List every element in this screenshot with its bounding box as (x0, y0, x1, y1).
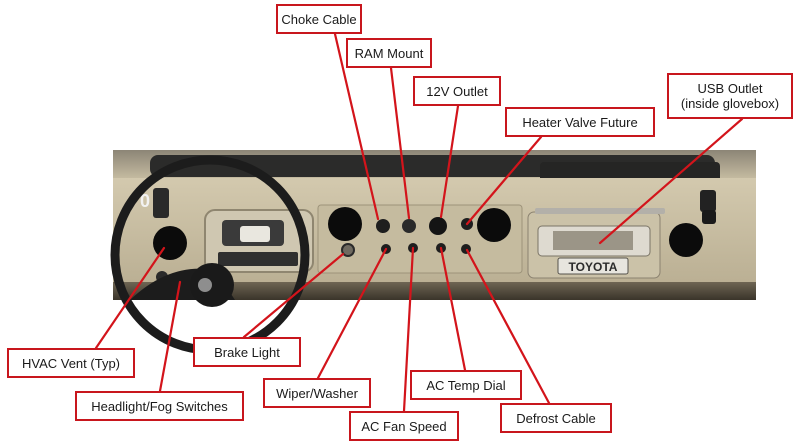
callout-headlight-fog-text: Headlight/Fog Switches (91, 398, 228, 414)
callout-ram-mount: RAM Mount (346, 38, 432, 68)
callout-defrost-cable-text: Defrost Cable (516, 410, 596, 426)
callout-choke-cable: Choke Cable (276, 4, 362, 34)
hvac-vent-center-left (328, 207, 362, 241)
callout-ac-fan-speed-text: AC Fan Speed (361, 418, 447, 434)
callout-defrost-cable: Defrost Cable (500, 403, 612, 433)
callout-ac-temp-dial-text: AC Temp Dial (426, 377, 506, 393)
callout-heater-valve: Heater Valve Future (505, 107, 655, 137)
wiper-knob (381, 244, 391, 254)
callout-ac-temp-dial: AC Temp Dial (410, 370, 522, 400)
callout-usb-outlet-line1: USB Outlet (697, 81, 763, 96)
radio-grille (553, 231, 633, 250)
temp-dial-knob (436, 243, 446, 253)
callout-ram-mount-text: RAM Mount (354, 45, 424, 61)
warning-lights (218, 252, 298, 266)
usb-outlet-bracket-lower (702, 210, 716, 224)
ram-mount-knob (402, 219, 416, 233)
callout-brake-light: Brake Light (193, 337, 301, 367)
callout-usb-outlet-line2: (inside glovebox) (680, 96, 780, 111)
callout-heater-valve-text: Heater Valve Future (522, 114, 638, 130)
choke-knob (376, 219, 390, 233)
heater-valve-knob (461, 218, 473, 230)
callout-12v-outlet-text: 12V Outlet (426, 83, 488, 99)
toyota-badge (557, 257, 629, 275)
callout-brake-light-text: Brake Light (214, 344, 280, 360)
outlet-12v-socket (429, 217, 447, 235)
hvac-vent-center-right (477, 208, 511, 242)
callout-hvac-vent-text: HVAC Vent (Typ) (21, 355, 120, 371)
hvac-vent-right (669, 223, 703, 257)
a-pillar-bracket (153, 188, 169, 218)
fan-speed-knob (408, 243, 418, 253)
glovebox-trim (535, 208, 665, 214)
callout-ac-fan-speed: AC Fan Speed (349, 411, 459, 441)
gauge-face (240, 226, 270, 242)
callout-wiper-washer: Wiper/Washer (263, 378, 371, 408)
callout-hvac-vent: HVAC Vent (Typ) (7, 348, 135, 378)
dial-number: 0 (140, 191, 150, 211)
defrost-knob (461, 244, 471, 254)
horn-emblem (198, 278, 212, 292)
callout-usb-outlet: USB Outlet (inside glovebox) (667, 73, 793, 119)
callout-choke-cable-text: Choke Cable (281, 11, 357, 27)
callout-wiper-washer-text: Wiper/Washer (276, 385, 358, 401)
callout-12v-outlet: 12V Outlet (413, 76, 501, 106)
brake-light-switch (341, 243, 355, 257)
callout-headlight-fog: Headlight/Fog Switches (75, 391, 244, 421)
toyota-badge-text: TOYOTA (569, 260, 618, 274)
usb-outlet-bracket (700, 190, 716, 212)
hvac-vent-left (153, 226, 187, 260)
